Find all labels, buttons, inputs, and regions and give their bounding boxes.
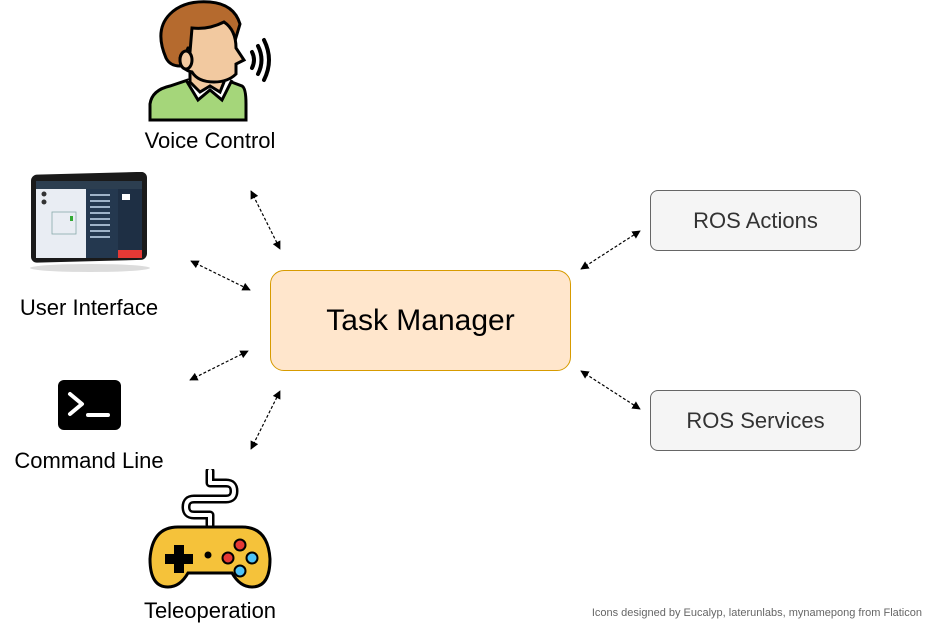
tablet-screen-icon	[30, 172, 150, 272]
speaking-person-icon	[148, 0, 271, 122]
command-line-label: Command Line	[14, 448, 164, 473]
task-manager-label: Task Manager	[326, 303, 515, 337]
icon-credits: Icons designed by Eucalyp, laterunlabs, …	[591, 607, 922, 619]
gamepad-icon	[148, 469, 272, 589]
user-interface-label: User Interface	[19, 295, 159, 320]
arrow-voice-task	[250, 190, 281, 250]
voice-control-label: Voice Control	[144, 128, 276, 153]
arrow-ui-task	[190, 260, 251, 291]
ros-services-node: ROS Services	[650, 390, 861, 451]
ros-actions-node: ROS Actions	[650, 190, 861, 251]
arrow-cli-task	[189, 350, 249, 381]
terminal-prompt-icon	[58, 380, 121, 430]
ros-services-label: ROS Services	[686, 407, 825, 433]
arrow-task-actions	[580, 230, 641, 270]
teleoperation-label: Teleoperation	[143, 598, 277, 623]
task-manager-node: Task Manager	[270, 270, 571, 371]
arrow-teleop-task	[250, 390, 281, 450]
arrow-task-services	[580, 370, 641, 410]
ros-actions-label: ROS Actions	[693, 207, 818, 233]
